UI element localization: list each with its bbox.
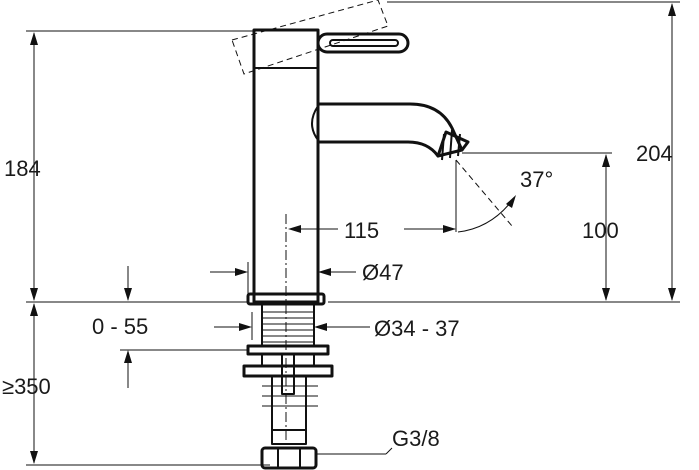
label-spout-angle: 37° xyxy=(520,167,553,192)
label-body-diameter: Ø47 xyxy=(362,260,404,285)
label-spout-reach: 115 xyxy=(344,218,379,243)
faucet-body xyxy=(231,0,470,306)
label-spout-height: 100 xyxy=(582,218,619,243)
extension-lines xyxy=(26,1,680,466)
label-body-height: 184 xyxy=(4,156,41,181)
dimension-lines xyxy=(30,3,676,464)
mounting-assembly xyxy=(242,303,334,470)
label-mounting-hole: Ø34 - 37 xyxy=(374,316,460,341)
label-total-height: 204 xyxy=(636,141,673,166)
label-connection-thread: G3/8 xyxy=(392,426,440,451)
label-hose-length: ≥350 xyxy=(2,374,51,399)
label-clamping-range: 0 - 55 xyxy=(92,314,148,339)
